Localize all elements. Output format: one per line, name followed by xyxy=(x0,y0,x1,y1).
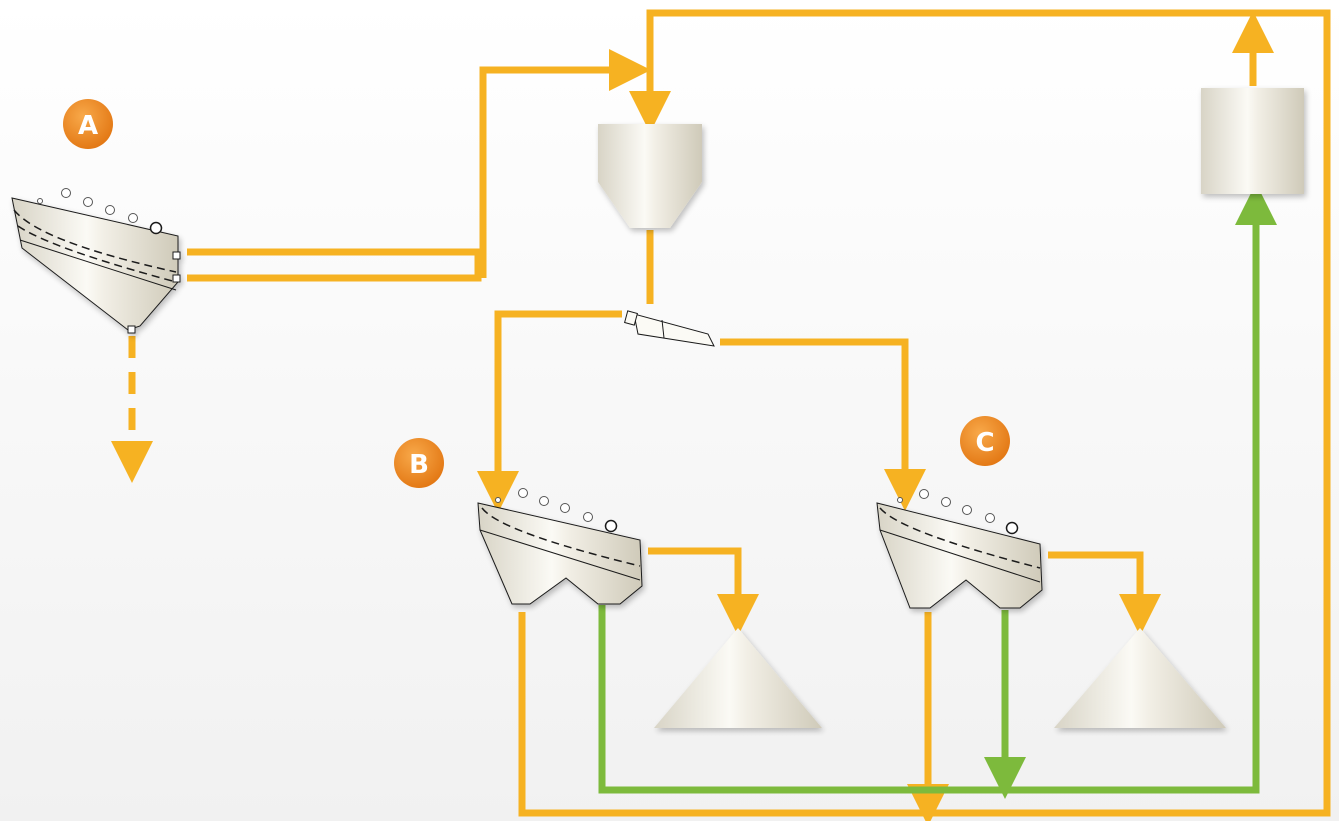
flow-cyclone-to-b xyxy=(477,310,622,513)
badge-c: C xyxy=(960,416,1010,466)
screen-b xyxy=(477,502,643,605)
screen-c xyxy=(876,502,1043,609)
flow-a-riser xyxy=(479,49,651,278)
badge-a: A xyxy=(63,99,113,149)
stockpile-c xyxy=(1054,628,1226,728)
storage-tank xyxy=(1201,88,1304,194)
feed-hopper xyxy=(598,124,702,228)
badge-a-label: A xyxy=(78,111,98,141)
badge-c-label: C xyxy=(975,428,994,458)
orange-flow-lines xyxy=(111,9,1331,821)
spray-nozzles-c xyxy=(897,489,1019,535)
green-flow-lines xyxy=(598,183,1277,799)
spray-nozzles-b xyxy=(495,488,618,533)
badge-b: B xyxy=(394,438,444,488)
flow-b-to-pile xyxy=(648,547,759,636)
flow-c-to-pile xyxy=(1048,551,1161,636)
spray-nozzles-a xyxy=(37,188,163,235)
stockpile-b xyxy=(654,628,822,728)
flow-a-to-hopper xyxy=(187,248,482,282)
screen-a xyxy=(11,197,181,334)
cyclone-classifier xyxy=(624,310,715,347)
badge-b-label: B xyxy=(409,450,429,480)
flow-b-green xyxy=(598,183,1277,794)
flow-cyclone-to-c xyxy=(720,338,926,511)
